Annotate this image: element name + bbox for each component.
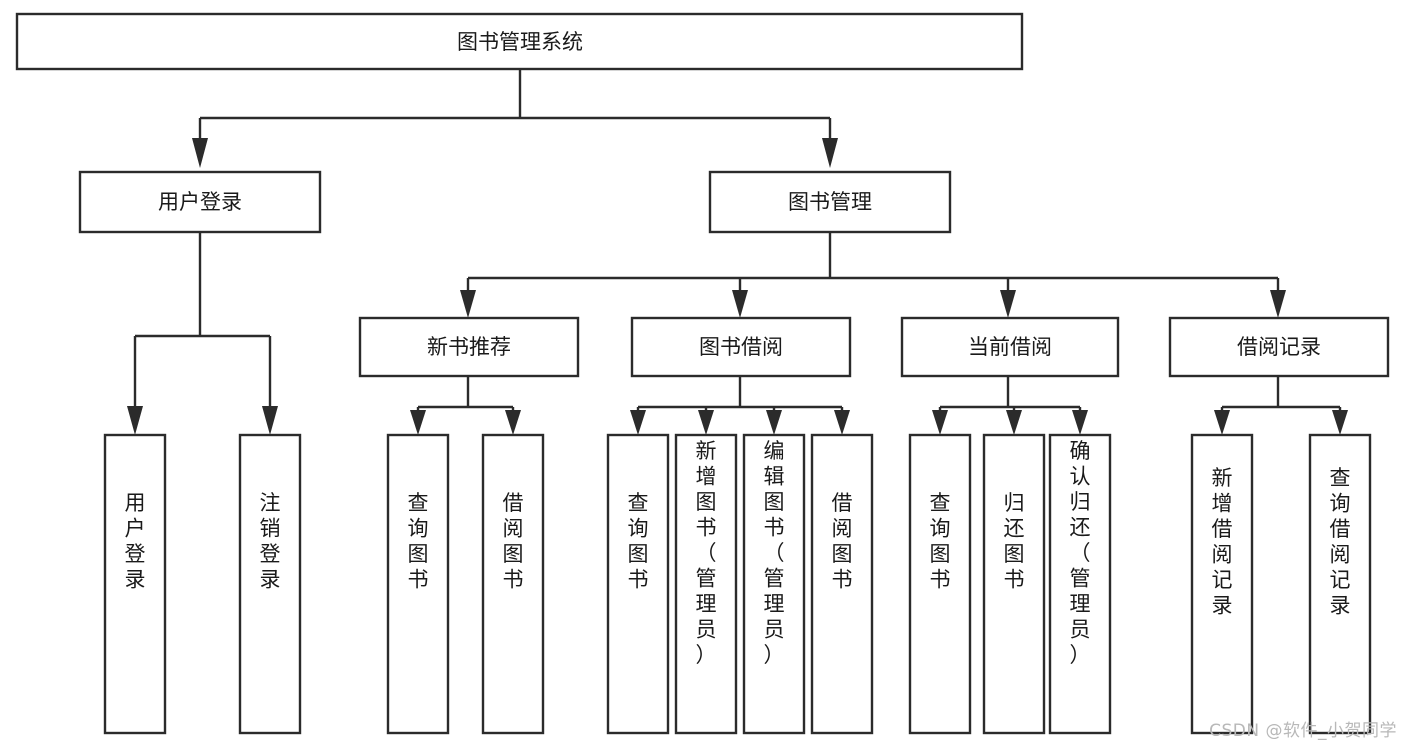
arrow-head-leaf-query-book-3: [932, 410, 948, 435]
node-leaf-logout[interactable]: 注销登录: [238, 433, 302, 735]
node-leaf-query-record[interactable]: 查询借阅记录: [1308, 433, 1372, 735]
node-leaf-return-book[interactable]: 归还图书: [982, 433, 1046, 735]
node-borrow-record-box[interactable]: [1168, 316, 1390, 378]
node-leaf-query-record-box[interactable]: [1308, 433, 1372, 735]
arrow-head-leaf-return-book: [1006, 410, 1022, 435]
node-leaf-user-login[interactable]: 用户登录: [103, 433, 167, 735]
arrow-head-leaf-query-book-1: [410, 410, 426, 435]
node-book-manage-label: 图书管理: [788, 190, 872, 214]
arrow-head-leaf-user-login: [127, 406, 143, 435]
node-new-book-recommend-box[interactable]: [358, 316, 580, 378]
node-leaf-query-book-3[interactable]: 查询图书: [908, 433, 972, 735]
node-new-book-recommend-label: 新书推荐: [427, 335, 511, 359]
node-leaf-user-login-label: 用户登录: [125, 491, 146, 592]
node-leaf-query-book-1-box[interactable]: [386, 433, 450, 735]
arrow-head-book-borrow: [732, 290, 748, 318]
node-leaf-query-book-2-box[interactable]: [606, 433, 670, 735]
node-leaf-add-book[interactable]: 新增图书（管理员）: [674, 433, 738, 735]
connector-group-book-borrow: [630, 376, 850, 435]
node-current-borrow-box[interactable]: [900, 316, 1120, 378]
arrow-head-user-login: [192, 138, 208, 168]
node-book-borrow[interactable]: 图书借阅: [630, 316, 852, 378]
node-leaf-confirm-return-label: 确认归还（管理员）: [1070, 439, 1091, 667]
arrow-head-current-borrow: [1000, 290, 1016, 318]
node-leaf-add-record-box[interactable]: [1190, 433, 1254, 735]
arrow-head-leaf-confirm-return: [1072, 410, 1088, 435]
node-leaf-query-book-1[interactable]: 查询图书: [386, 433, 450, 735]
arrow-head-book-manage: [822, 138, 838, 168]
node-user-login[interactable]: 用户登录: [78, 170, 322, 234]
node-leaf-borrow-book-1-box[interactable]: [481, 433, 545, 735]
node-leaf-borrow-book-2-label: 借阅图书: [832, 491, 853, 592]
connector-group-borrow-record: [1214, 376, 1348, 435]
node-leaf-query-book-2-label: 查询图书: [628, 491, 649, 592]
node-leaf-add-book-label: 新增图书（管理员）: [696, 439, 717, 667]
node-leaf-edit-book[interactable]: 编辑图书（管理员）: [742, 433, 806, 735]
node-user-login-label: 用户登录: [158, 190, 242, 214]
arrow-head-leaf-borrow-book-1: [505, 410, 521, 435]
node-leaf-logout-label: 注销登录: [260, 491, 281, 592]
node-leaf-logout-box[interactable]: [238, 433, 302, 735]
node-leaf-add-book-box[interactable]: [674, 433, 738, 735]
arrow-head-leaf-borrow-book-2: [834, 410, 850, 435]
node-borrow-record[interactable]: 借阅记录: [1168, 316, 1390, 378]
node-current-borrow[interactable]: 当前借阅: [900, 316, 1120, 378]
node-leaf-query-book-1-label: 查询图书: [408, 491, 429, 592]
node-leaf-query-record-label: 查询借阅记录: [1330, 466, 1351, 618]
node-borrow-record-label: 借阅记录: [1237, 335, 1321, 359]
connector-group-book-manage: [460, 232, 1286, 318]
connector-group-current-borrow: [932, 376, 1088, 435]
node-book-manage[interactable]: 图书管理: [708, 170, 952, 234]
arrow-head-leaf-query-record: [1332, 410, 1348, 435]
node-leaf-borrow-book-1[interactable]: 借阅图书: [481, 433, 545, 735]
node-new-book-recommend[interactable]: 新书推荐: [358, 316, 580, 378]
node-leaf-borrow-book-2[interactable]: 借阅图书: [810, 433, 874, 735]
csdn-watermark: CSDN @软件_小贺同学: [1209, 721, 1397, 741]
connector-group-new-book-recommend: [410, 376, 521, 435]
node-root[interactable]: 图书管理系统: [15, 12, 1024, 71]
node-leaf-return-book-label: 归还图书: [1004, 491, 1025, 592]
node-leaf-edit-book-label: 编辑图书（管理员）: [764, 439, 785, 667]
arrow-head-leaf-logout: [262, 406, 278, 435]
arrow-head-leaf-add-book: [698, 410, 714, 435]
node-book-borrow-box[interactable]: [630, 316, 852, 378]
connector-group-user-login: [127, 232, 278, 435]
node-leaf-confirm-return[interactable]: 确认归还（管理员）: [1048, 433, 1112, 735]
node-current-borrow-label: 当前借阅: [968, 335, 1052, 359]
node-book-borrow-label: 图书借阅: [699, 335, 783, 359]
node-leaf-edit-book-box[interactable]: [742, 433, 806, 735]
node-book-manage-box[interactable]: [708, 170, 952, 234]
arrow-head-new-book-recommend: [460, 290, 476, 318]
node-leaf-borrow-book-2-box[interactable]: [810, 433, 874, 735]
connector-group-root: [192, 69, 838, 168]
node-leaf-return-book-box[interactable]: [982, 433, 1046, 735]
node-root-box[interactable]: [15, 12, 1024, 71]
node-leaf-confirm-return-box[interactable]: [1048, 433, 1112, 735]
arrow-head-leaf-add-record: [1214, 410, 1230, 435]
node-user-login-box[interactable]: [78, 170, 322, 234]
node-leaf-user-login-box[interactable]: [103, 433, 167, 735]
node-leaf-add-record-label: 新增借阅记录: [1212, 466, 1233, 618]
node-leaf-query-book-3-box[interactable]: [908, 433, 972, 735]
node-leaf-query-book-3-label: 查询图书: [930, 491, 951, 592]
node-root-label: 图书管理系统: [457, 30, 583, 54]
arrow-head-leaf-query-book-2: [630, 410, 646, 435]
node-leaf-borrow-book-1-label: 借阅图书: [503, 491, 524, 592]
arrow-head-leaf-edit-book: [766, 410, 782, 435]
node-leaf-add-record[interactable]: 新增借阅记录: [1190, 433, 1254, 735]
node-leaf-query-book-2[interactable]: 查询图书: [606, 433, 670, 735]
arrow-head-borrow-record: [1270, 290, 1286, 318]
